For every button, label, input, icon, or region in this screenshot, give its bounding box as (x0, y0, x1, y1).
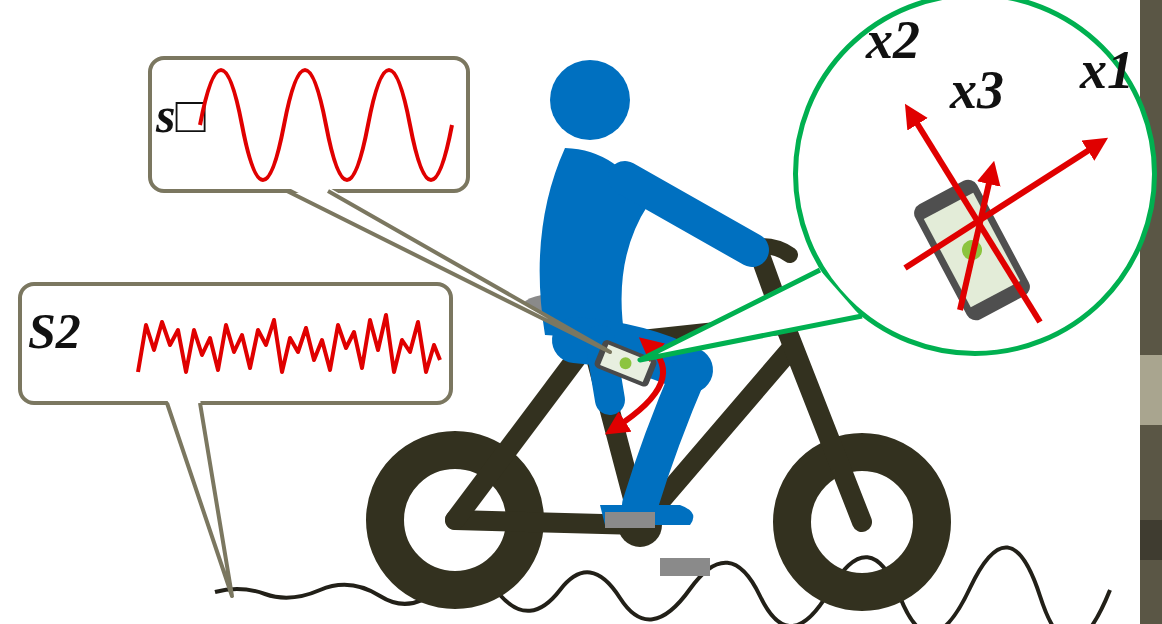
side-strip (1140, 0, 1162, 624)
callout-tail (640, 270, 862, 360)
bike-frame (455, 255, 862, 525)
speech-bubble: s□ (148, 56, 470, 193)
side-strip-band (1140, 355, 1162, 425)
bubble-tail-fill (287, 187, 610, 352)
rotation-arrow (615, 345, 663, 428)
pedal (660, 558, 710, 576)
rider-limbs (575, 178, 752, 505)
side-strip-band (1140, 520, 1162, 560)
noise-signal (138, 315, 440, 372)
ground-line (215, 547, 1110, 624)
signal-label: S2 (28, 306, 81, 356)
signal-label: x2 (866, 13, 920, 67)
bubble-tail (287, 191, 610, 352)
callout-phone (911, 176, 1034, 324)
sine-signal (200, 70, 452, 180)
pedal (605, 512, 655, 528)
bubble-tail-fill (167, 399, 232, 596)
signal-label: s□ (156, 90, 206, 140)
signal-label: x1 (1080, 43, 1134, 97)
phone-axes (905, 112, 1100, 322)
speech-bubble: S2 (18, 282, 453, 405)
signal-label: x3 (950, 63, 1004, 117)
callout-circle: x2 x3 x1 (793, 0, 1157, 356)
callout-tail-fill (640, 268, 862, 360)
bubble-tail (167, 403, 232, 596)
